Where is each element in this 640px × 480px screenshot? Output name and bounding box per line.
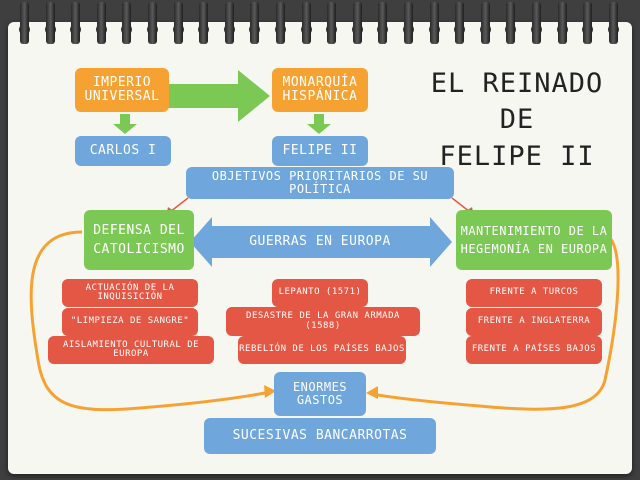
arrow-imperio-monarquia bbox=[168, 70, 270, 122]
node-mantenimiento-hegemonia: MANTENIMIENTO DE LA HEGEMONÍA EN EUROPA bbox=[456, 210, 612, 270]
binder-ring bbox=[224, 2, 234, 44]
guerras-double-arrow bbox=[190, 217, 452, 267]
arrow-objetivos-mantenimiento bbox=[451, 197, 471, 213]
arrow-monarquia-felipe bbox=[307, 114, 331, 134]
binder-ring bbox=[96, 2, 106, 44]
node-felipe-ii: FELIPE II bbox=[272, 136, 368, 166]
binder-ring bbox=[404, 2, 413, 44]
node-guerras-europa: GUERRAS EN EUROPA bbox=[249, 234, 391, 250]
node-sucesivas-bancarrotas: SUCESIVAS BANCARROTAS bbox=[204, 418, 436, 454]
right-item-2: FRENTE A INGLATERRA bbox=[466, 308, 602, 336]
binder-ring bbox=[506, 2, 516, 44]
binder-ring bbox=[45, 2, 55, 44]
node-enormes-gastos: ENORMES GASTOS bbox=[274, 372, 366, 416]
binder-ring bbox=[148, 2, 157, 44]
arrow-imperio-carlos bbox=[113, 114, 137, 134]
binder-ring bbox=[352, 2, 362, 44]
node-defensa-catolicismo: DEFENSA DEL CATOLICISMO bbox=[84, 210, 194, 270]
title-line-2: FELIPE II bbox=[439, 140, 595, 172]
binder-ring bbox=[583, 2, 593, 44]
binder-ring bbox=[608, 2, 618, 44]
node-carlos-i: CARLOS I bbox=[75, 136, 171, 166]
center-item-1: LEPANTO (1571) bbox=[272, 279, 368, 307]
right-item-3: FRENTE A PAÍSES BAJOS bbox=[466, 336, 602, 364]
center-item-2: DESASTRE DE LA GRAN ARMADA (1588) bbox=[226, 307, 420, 336]
arrow-objetivos-defensa bbox=[169, 197, 189, 213]
binder-ring bbox=[301, 2, 311, 44]
center-item-3: REBELIÓN DE LOS PAÍSES BAJOS bbox=[238, 336, 406, 364]
binder-ring bbox=[122, 2, 132, 44]
binder-ring bbox=[250, 2, 260, 44]
title-line-1: EL REINADO DE bbox=[430, 68, 604, 136]
node-monarquia-hispanica: MONARQUÍA HISPÁNICA bbox=[272, 68, 368, 112]
binder-ring bbox=[327, 2, 337, 44]
loop-left bbox=[29, 230, 271, 412]
binder-ring bbox=[173, 2, 183, 44]
binder-ring bbox=[276, 2, 285, 44]
binder-ring bbox=[480, 2, 490, 44]
left-item-1: ACTUACIÓN DE LA INQUISICIÓN bbox=[62, 279, 198, 307]
binder-ring bbox=[429, 2, 439, 44]
binder-ring bbox=[71, 2, 81, 44]
binder-ring bbox=[557, 2, 567, 44]
binder-ring bbox=[199, 2, 209, 44]
binder-ring bbox=[455, 2, 465, 44]
node-imperio-universal: IMPERIO UNIVERSAL bbox=[75, 68, 169, 112]
right-item-1: FRENTE A TURCOS bbox=[466, 279, 602, 307]
binder-ring bbox=[532, 2, 541, 44]
page-title: EL REINADO DE FELIPE II bbox=[412, 66, 622, 175]
binder-ring bbox=[20, 2, 29, 44]
node-objetivos: OBJETIVOS PRIORITARIOS DE SU POLÍTICA bbox=[186, 167, 454, 199]
left-item-3: AISLAMIENTO CULTURAL DE EUROPA bbox=[48, 336, 214, 364]
left-item-2: "LIMPIEZA DE SANGRE" bbox=[62, 308, 198, 336]
loop-right bbox=[371, 234, 620, 411]
binder-ring bbox=[378, 2, 388, 44]
